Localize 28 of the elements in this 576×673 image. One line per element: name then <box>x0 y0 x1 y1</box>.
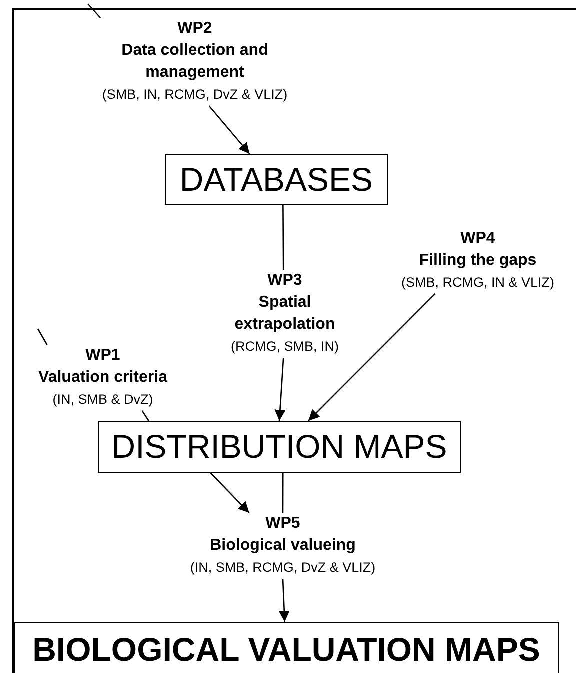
arrow <box>210 472 250 514</box>
connector-line <box>37 328 48 346</box>
work-package-title: Valuation criteria <box>38 368 169 388</box>
work-package-number: WP4 <box>460 229 496 249</box>
partner-list: (RCMG, SMB, IN) <box>215 336 355 358</box>
connector-line <box>142 410 150 422</box>
work-package-title: Filling the gaps <box>418 251 538 271</box>
work-package-title: Spatial extrapolation <box>234 293 336 335</box>
work-package-number: WP5 <box>264 514 302 534</box>
partner-list: (SMB, RCMG, IN & VLIZ) <box>381 272 575 294</box>
work-package-number: WP1 <box>84 346 122 366</box>
work-package-number: WP2 <box>176 19 214 39</box>
process-box: DATABASES <box>165 154 388 205</box>
output-box: BIOLOGICAL VALUATION MAPS <box>14 622 559 673</box>
work-package-title: Data collection and management <box>120 41 270 83</box>
process-box: DISTRIBUTION MAPS <box>98 421 461 473</box>
partner-list: (IN, SMB, RCMG, DvZ & VLIZ) <box>163 557 403 579</box>
work-package-number: WP3 <box>266 271 304 291</box>
arrow <box>308 294 436 422</box>
connector-line <box>282 473 284 513</box>
connector-line <box>88 4 102 18</box>
work-package-title: Biological valueing <box>209 536 357 556</box>
partner-list: (IN, SMB & DvZ) <box>21 389 185 411</box>
arrow <box>208 106 250 154</box>
partner-list: (SMB, IN, RCMG, DvZ & VLIZ) <box>77 84 313 106</box>
arrow <box>274 358 286 422</box>
connector-line <box>282 205 284 270</box>
arrow <box>278 578 290 622</box>
